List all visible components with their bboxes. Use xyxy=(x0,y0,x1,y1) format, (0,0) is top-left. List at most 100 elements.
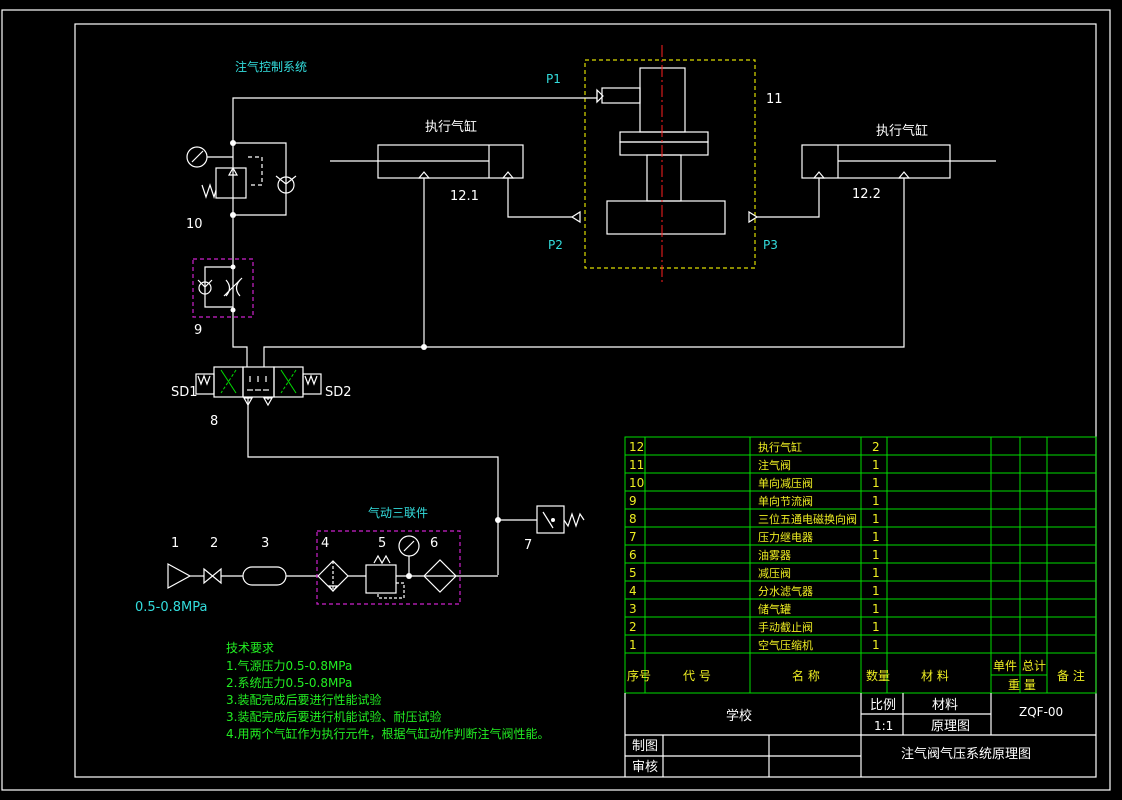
switch-spring-icon xyxy=(563,512,585,528)
label-11: 11 xyxy=(766,92,783,107)
label-12-2: 12.2 xyxy=(852,187,881,202)
bom-header-unit: 单件 xyxy=(993,659,1017,673)
bom-row-qty: 1 xyxy=(872,530,880,544)
bom-row-qty: 1 xyxy=(872,476,880,490)
label-3: 3 xyxy=(261,536,269,551)
tech-line: 3.装配完成后要进行机能试验、耐压试验 xyxy=(226,709,441,724)
bom-header-weight: 重 量 xyxy=(1008,678,1036,692)
tb-scale: 1:1 xyxy=(874,719,893,733)
inner-frame xyxy=(74,23,1097,778)
bom-row-name: 执行气缸 xyxy=(758,440,802,454)
cylinder-left-label: 执行气缸 xyxy=(425,119,477,135)
bom-row-qty: 1 xyxy=(872,638,880,652)
label-2: 2 xyxy=(210,536,218,551)
cylinder-right-label: 执行气缸 xyxy=(876,123,928,139)
bom-row-qty: 1 xyxy=(872,620,880,634)
tank-icon xyxy=(242,566,287,586)
spring-icon xyxy=(201,183,217,200)
valve-flange-top xyxy=(619,131,709,143)
cylinder-12-1: 执行气缸 12.1 xyxy=(330,119,524,204)
solenoid-left-icon xyxy=(197,374,211,386)
bom-row-name: 手动截止阀 xyxy=(758,620,813,634)
filter-icon xyxy=(317,560,349,592)
bom-row-no: 12 xyxy=(629,440,644,454)
bom-header: 序号 代 号 名 称 数量 材 料 单件 总计 重 量 备 注 xyxy=(627,659,1085,692)
injection-valve-11: 11 P1 P2 P3 xyxy=(546,45,783,285)
bom-row-name: 油雾器 xyxy=(758,548,791,562)
bom-row-no: 6 xyxy=(629,548,637,562)
tech-requirements: 技术要求 1.气源压力0.5-0.8MPa 2.系统压力0.5-0.8MPa 3… xyxy=(226,641,549,741)
bom-row-no: 4 xyxy=(629,584,637,598)
pressure-label: 0.5-0.8MPa xyxy=(135,600,207,615)
bom-row-name: 单向减压阀 xyxy=(758,476,813,490)
label-4: 4 xyxy=(321,536,329,551)
tb-checked-by: 审核 xyxy=(632,760,658,775)
solenoid-valve-8: SD1 SD2 8 xyxy=(171,366,352,429)
label-sd2: SD2 xyxy=(325,385,352,400)
regulator-spring-icon xyxy=(373,554,391,565)
bom-row-qty: 1 xyxy=(872,584,880,598)
air-supply: 1 2 3 0.5-0.8MPa xyxy=(135,536,287,615)
bom-row-no: 3 xyxy=(629,602,637,616)
tb-drawing-title: 注气阀气压系统原理图 xyxy=(901,746,1031,762)
bom-row-name: 三位五通电磁换向阀 xyxy=(758,512,857,526)
compressor-icon xyxy=(167,562,192,590)
tech-title: 技术要求 xyxy=(226,641,274,655)
pressure-switch-7: 7 xyxy=(524,505,585,553)
pressure-reducing-valve-10: 10 xyxy=(186,142,297,232)
bom-header-name: 名 称 xyxy=(792,668,820,683)
stop-valve-icon xyxy=(203,567,222,585)
bom-row-qty: 2 xyxy=(872,440,880,454)
label-p3: P3 xyxy=(763,238,778,252)
bom-row-no: 1 xyxy=(629,638,637,652)
label-6: 6 xyxy=(430,536,438,551)
bom-header-material: 材 料 xyxy=(921,669,949,683)
bom-row-name: 分水滤气器 xyxy=(758,584,813,598)
label-5: 5 xyxy=(378,536,386,551)
regulator-body xyxy=(365,564,397,594)
valve-stem xyxy=(646,154,682,202)
bom-row-qty: 1 xyxy=(872,566,880,580)
valve-flange-mid xyxy=(619,141,709,156)
bom-row-no: 5 xyxy=(629,566,637,580)
title-block: 学校 比例 1:1 材料 原理图 ZQF-00 制图 审核 注气阀气压系统原理图 xyxy=(624,693,1096,777)
bom-row-name: 单向节流阀 xyxy=(758,494,813,508)
bom-row-name: 减压阀 xyxy=(758,566,791,580)
piping xyxy=(190,97,905,579)
label-8: 8 xyxy=(210,414,218,429)
check-valve-icon xyxy=(198,281,212,295)
tb-school: 学校 xyxy=(726,708,752,724)
throttle-valve-boundary xyxy=(192,258,254,318)
reducing-valve-body xyxy=(215,167,247,199)
p1-port-stub xyxy=(601,87,641,104)
cylinder-12-2: 执行气缸 12.2 xyxy=(801,123,996,202)
tech-line: 3.装配完成后要进行性能试验 xyxy=(226,692,381,707)
tech-line: 1.气源压力0.5-0.8MPa xyxy=(226,658,352,673)
bom-row-qty: 1 xyxy=(872,548,880,562)
injection-valve-boundary xyxy=(584,59,756,269)
label-9: 9 xyxy=(194,323,202,338)
tb-code: ZQF-00 xyxy=(1019,705,1063,719)
outer-frame xyxy=(1,9,1111,791)
bom-row-no: 9 xyxy=(629,494,637,508)
tb-scale-label: 比例 xyxy=(870,698,896,713)
bom-row-qty: 1 xyxy=(872,458,880,472)
bom-row-qty: 1 xyxy=(872,512,880,526)
frl-boundary xyxy=(316,530,461,605)
bom-row-no: 11 xyxy=(629,458,644,472)
frl-title: 气动三联件 xyxy=(368,505,428,520)
label-p2: P2 xyxy=(548,238,563,252)
bom-header-remark: 备 注 xyxy=(1057,668,1085,683)
bom-row-name: 空气压缩机 xyxy=(758,638,813,652)
bom-row-name: 压力继电器 xyxy=(758,531,813,544)
label-p1: P1 xyxy=(546,72,561,86)
bom-header-code: 代 号 xyxy=(683,669,711,683)
bom-header-qty: 数量 xyxy=(866,668,890,683)
bom-row-no: 7 xyxy=(629,530,637,544)
valve-bottom-body xyxy=(606,200,726,235)
label-10: 10 xyxy=(186,217,203,232)
label-7: 7 xyxy=(524,538,532,553)
